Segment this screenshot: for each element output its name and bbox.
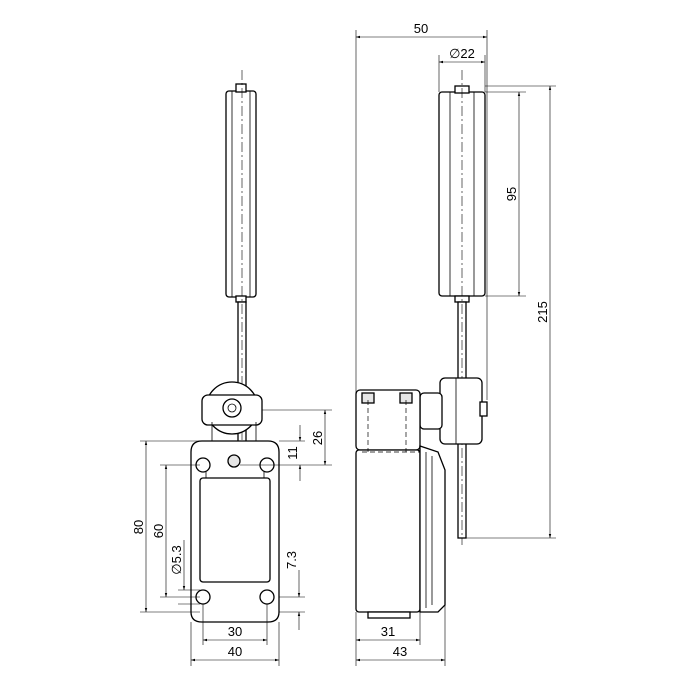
front-housing <box>190 422 280 623</box>
dim-95-text: 95 <box>504 187 519 201</box>
dim-40-text: 40 <box>228 644 242 659</box>
dim-7-3-text: 7.3 <box>284 551 299 569</box>
front-view: 26 11 80 60 ∅5.3 <box>131 70 332 666</box>
side-housing <box>355 389 446 619</box>
dim-80: 80 <box>131 440 200 613</box>
dim-50: 50 <box>355 21 488 400</box>
dim-30-text: 30 <box>228 624 242 639</box>
dim-80-text: 80 <box>131 520 146 534</box>
dim-43-text: 43 <box>393 644 407 659</box>
front-roller <box>225 83 257 303</box>
dim-30: 30 <box>202 604 268 645</box>
dim-215-text: 215 <box>535 301 550 323</box>
dim-7-3: 7.3 <box>279 551 305 630</box>
dim-26-text: 26 <box>310 431 325 445</box>
dim-31-text: 31 <box>381 624 395 639</box>
dim-22-text: ∅22 <box>449 46 475 61</box>
side-view: 50 ∅22 95 215 31 <box>355 21 556 666</box>
dim-60: 60 <box>151 464 200 598</box>
dim-11: 11 <box>279 425 305 481</box>
side-lever-hub <box>419 377 488 445</box>
dim-43: 43 <box>356 605 446 666</box>
dim-50-text: 50 <box>414 21 428 36</box>
dim-95: 95 <box>485 91 526 297</box>
dim-31: 31 <box>355 612 421 666</box>
dim-40: 40 <box>190 622 280 666</box>
dim-5-3-text: ∅5.3 <box>169 545 184 574</box>
dim-11-text: 11 <box>285 446 300 460</box>
dim-5-3: ∅5.3 <box>169 540 200 605</box>
front-lever-hub <box>201 381 263 435</box>
dim-215: 215 <box>466 85 556 539</box>
dim-60-text: 60 <box>151 524 166 538</box>
dim-26: 26 <box>240 409 332 466</box>
dim-22: ∅22 <box>438 46 486 92</box>
